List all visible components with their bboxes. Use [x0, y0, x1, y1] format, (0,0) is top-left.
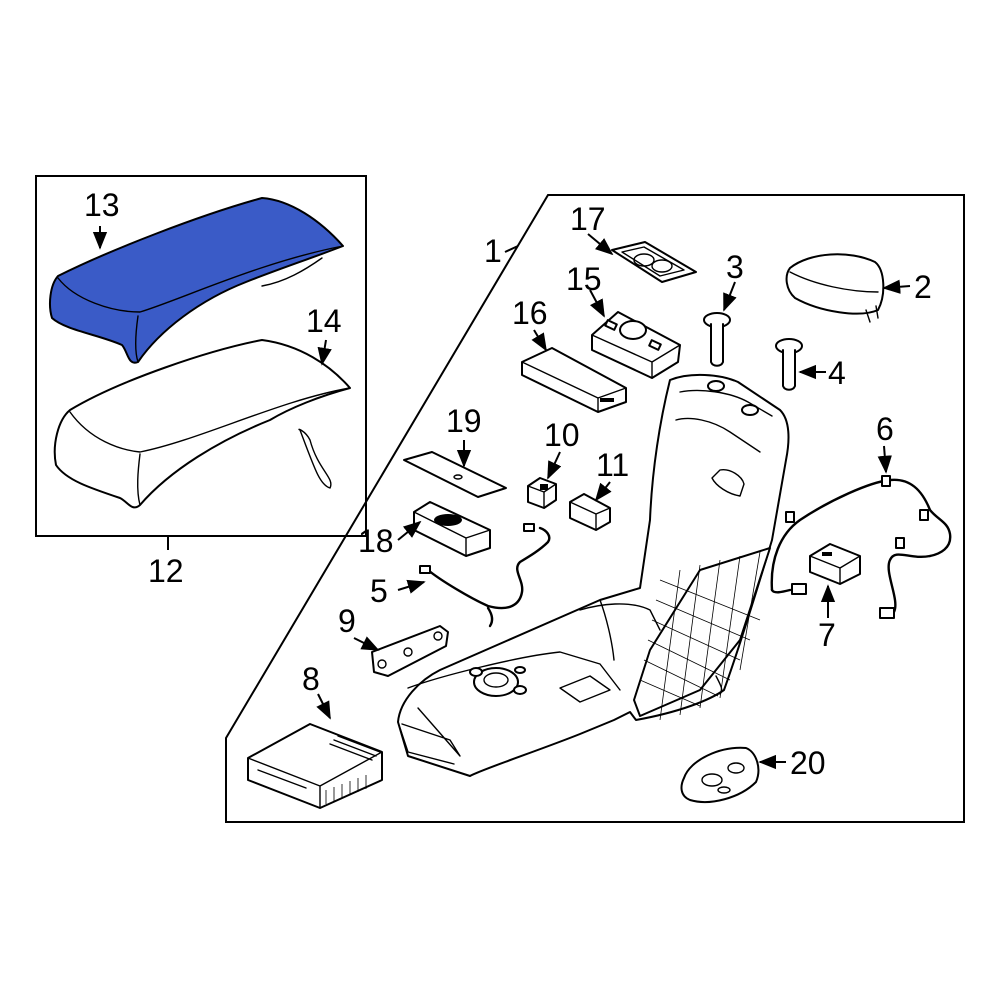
callout-19: 19 — [446, 403, 482, 439]
callout-13: 13 — [84, 187, 120, 223]
leader-lines — [92, 226, 911, 770]
armrest-pad-part-14[interactable] — [53, 339, 351, 509]
switch-part-11[interactable] — [569, 493, 611, 531]
callout-18: 18 — [358, 523, 394, 559]
callout-17: 17 — [570, 201, 606, 237]
callout-12: 12 — [148, 553, 184, 589]
main-assembly-frame — [225, 194, 965, 823]
callout-9: 9 — [338, 603, 356, 639]
switch-part-10[interactable] — [527, 477, 557, 509]
callout-labels: 13 14 12 1 2 3 4 6 7 8 9 5 10 11 19 18 1… — [84, 187, 932, 781]
pin-part-4[interactable] — [775, 338, 803, 391]
seat-switch-part-20[interactable] — [680, 746, 760, 803]
harness-part-6[interactable] — [770, 475, 952, 619]
callout-5: 5 — [370, 573, 388, 609]
callout-6: 6 — [876, 411, 894, 447]
callout-7: 7 — [818, 617, 836, 653]
pin-part-3[interactable] — [703, 312, 731, 367]
armrest-cover-part-13[interactable] — [49, 197, 344, 364]
callout-20: 20 — [790, 745, 826, 781]
bracket-part-9[interactable] — [371, 625, 449, 677]
control-unit-part-16[interactable] — [521, 347, 627, 413]
callout-15: 15 — [566, 261, 602, 297]
wire-harness-part-5[interactable] — [419, 523, 551, 628]
callout-1: 1 — [484, 233, 502, 269]
inset-box-armrest — [35, 175, 367, 537]
lid-part-2[interactable] — [785, 253, 885, 323]
callout-11: 11 — [596, 447, 629, 483]
cover-plate-part-19[interactable] — [403, 451, 507, 498]
speaker-part-18[interactable] — [413, 501, 491, 557]
center-console-part-1[interactable] — [397, 373, 790, 777]
callout-10: 10 — [544, 417, 580, 453]
control-module-part-15[interactable] — [591, 311, 681, 379]
callout-4: 4 — [828, 355, 846, 391]
bezel-part-17[interactable] — [611, 241, 697, 283]
connector-part-7[interactable] — [809, 543, 861, 585]
callout-16: 16 — [512, 295, 548, 331]
callout-3: 3 — [726, 249, 744, 285]
callout-14: 14 — [306, 303, 342, 339]
callout-8: 8 — [302, 661, 320, 697]
callout-2: 2 — [914, 269, 932, 305]
module-part-8[interactable] — [247, 723, 383, 809]
